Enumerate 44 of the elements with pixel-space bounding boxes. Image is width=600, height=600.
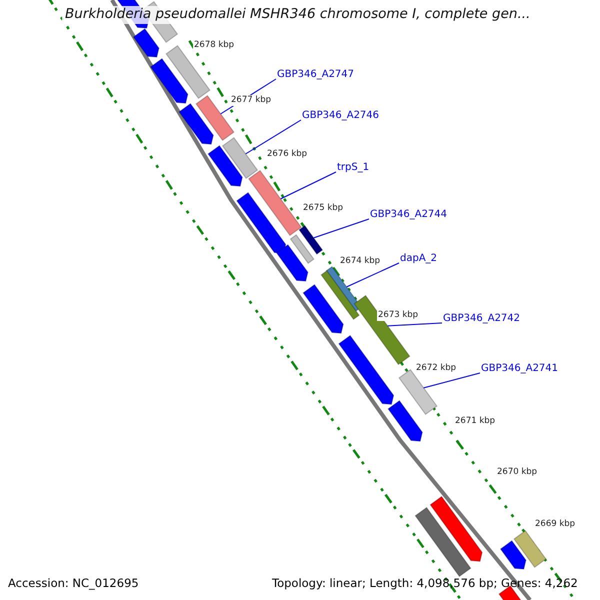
gene-segment	[320, 270, 360, 320]
gene-segment	[222, 137, 258, 179]
gene-segment	[513, 530, 547, 568]
gene-segment	[398, 368, 438, 416]
gene-segment	[500, 540, 526, 570]
leader-line	[387, 322, 442, 326]
gene-label: dapA_2	[400, 254, 438, 264]
gene-segment	[387, 400, 423, 442]
gene-segment	[236, 192, 286, 254]
gene-label: trpS_1	[337, 163, 370, 173]
leader-line	[313, 218, 370, 238]
gene-segment	[207, 144, 243, 187]
leader-line	[423, 372, 480, 388]
gene-label: GBP346_A2746	[302, 111, 380, 121]
gene-label: GBP346_A2742	[443, 314, 520, 324]
scale-label: 2671 kbp	[454, 416, 496, 426]
scale-label: 2677 kbp	[230, 95, 272, 106]
info-text: Topology: linear; Length: 4,098,576 bp; Genes: 4,262	[272, 578, 578, 590]
gene-segment	[430, 496, 483, 562]
gene-label: GBP346_A2741	[481, 364, 558, 374]
scale-label: 2670 kbp	[496, 467, 538, 478]
scale-label: 2675 kbp	[302, 203, 344, 214]
gene-segment	[298, 225, 324, 255]
scale-label: 2669 kbp	[534, 519, 576, 530]
gene-label: GBP346_A2744	[370, 210, 448, 220]
gene-segment	[302, 284, 344, 334]
gene-segment	[338, 334, 394, 405]
scale-label: 2673 kbp	[377, 310, 420, 320]
gene-segment	[150, 58, 188, 104]
scale-label: 2674 kbp	[339, 256, 382, 266]
leader-line	[280, 172, 336, 200]
gene-segment	[276, 244, 308, 282]
gene-label: GBP346_A2747	[277, 70, 354, 80]
info-text: Accession: NC_012695	[8, 578, 139, 590]
gene-segment	[132, 28, 160, 58]
scale-label: 2672 kbp	[415, 363, 458, 374]
gene-segment	[248, 170, 302, 236]
gene-segment	[290, 234, 315, 264]
leader-line	[245, 120, 302, 154]
leader-line	[346, 262, 400, 288]
scale-label: 2676 kbp	[266, 149, 308, 160]
scale-label: 2678 kbp	[193, 40, 236, 50]
gene-segment	[178, 102, 214, 145]
gene-segment	[414, 506, 472, 578]
